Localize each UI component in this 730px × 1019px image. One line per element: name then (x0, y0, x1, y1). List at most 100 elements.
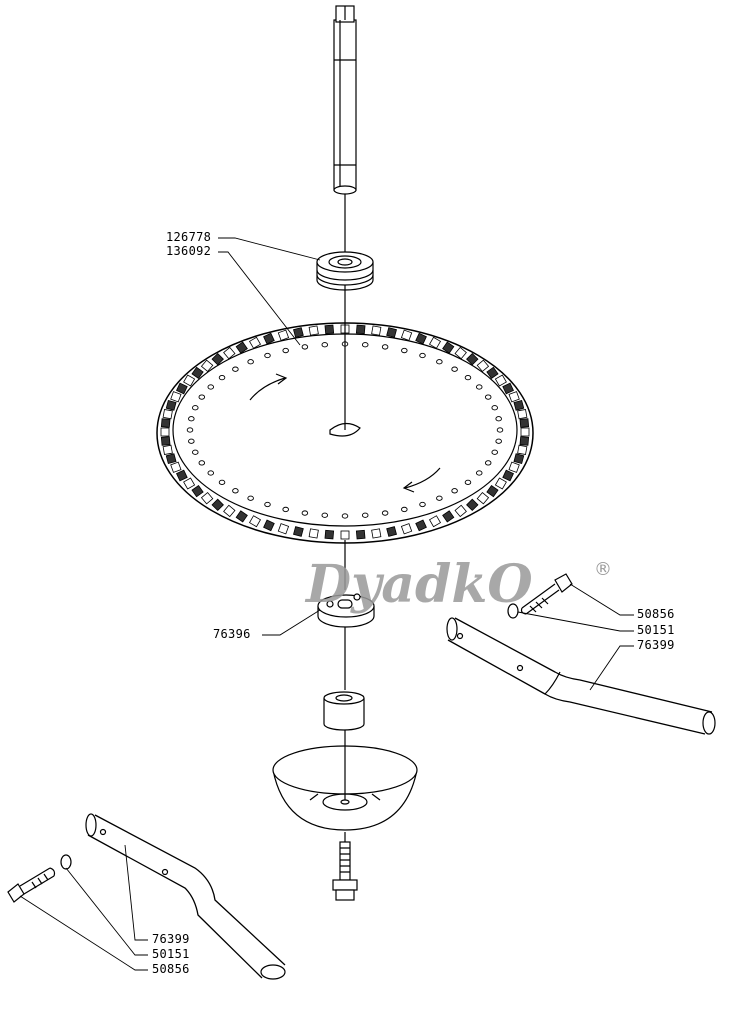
disc-tooth (170, 461, 182, 473)
disc-tooth (428, 336, 442, 349)
right-washer (507, 603, 519, 619)
seed-hole (401, 347, 408, 354)
drive-shaft (333, 5, 357, 255)
bowl (272, 745, 418, 831)
seed-hole (247, 359, 254, 365)
seed-hole (232, 488, 239, 494)
bottom-bolt (332, 832, 358, 901)
disc-tooth (476, 492, 490, 505)
part-label-126778: 126778 (166, 230, 212, 244)
disc-tooth (183, 477, 196, 490)
disc-tooth (162, 444, 173, 455)
disc-tooth (428, 515, 442, 528)
disc-tooth (513, 453, 525, 465)
disc-tooth (277, 523, 290, 535)
disc-tooth (162, 409, 173, 420)
left-arm (85, 813, 286, 980)
disc-tooth (517, 409, 528, 420)
disc-tooth (263, 519, 275, 532)
seed-hole (321, 512, 329, 518)
disc-tooth (386, 526, 397, 537)
seed-hole (491, 449, 498, 455)
seed-hole (198, 394, 206, 400)
part-label-50151-right: 50151 (637, 623, 675, 637)
seed-hole (218, 479, 226, 486)
disc-tooth (340, 530, 350, 540)
seed-hole (436, 495, 443, 501)
disc-tooth (248, 336, 262, 349)
left-bolt (7, 867, 56, 903)
seed-hole (491, 405, 498, 411)
seed-hole (207, 470, 215, 476)
seed-hole (475, 384, 483, 390)
seed-hole (282, 506, 289, 513)
part-label-50856-left: 50856 (152, 962, 190, 976)
seed-hole (301, 510, 309, 516)
disc-tooth (191, 366, 204, 380)
disc-tooth (442, 341, 455, 354)
right-arm (446, 617, 716, 735)
disc-tooth (520, 427, 530, 437)
rotation-arrow-icon (249, 377, 286, 401)
watermark-logo: DyadkO (306, 554, 533, 615)
disc-tooth (263, 332, 275, 345)
seed-hole (188, 416, 195, 422)
disc-tooth (235, 341, 248, 354)
seed-hole (484, 394, 492, 400)
disc-tooth (502, 382, 514, 395)
disc-tooth (486, 366, 499, 380)
disc-tooth (160, 427, 170, 437)
hub (317, 593, 375, 690)
disc-tooth (519, 436, 530, 446)
seed-hole (436, 359, 443, 365)
disc-tooth (355, 324, 366, 335)
registered-mark: ® (594, 559, 612, 580)
disc-tooth (494, 477, 507, 490)
disc-tooth (513, 399, 525, 411)
seed-hole (218, 374, 226, 381)
disc-tooth (355, 529, 366, 540)
seed-hole (247, 495, 254, 501)
disc-tooth (466, 352, 479, 366)
seed-hole (188, 438, 195, 444)
disc-tooth (400, 329, 413, 341)
disc-tooth (517, 444, 528, 455)
part-label-136092: 136092 (166, 244, 212, 258)
seed-hole (264, 352, 271, 359)
disc-tooth (277, 329, 290, 341)
seed-hole (301, 344, 309, 350)
leader-lines (19, 237, 634, 971)
part-label-76399-left: 76399 (152, 932, 190, 946)
disc-tooth (176, 469, 188, 482)
disc-tooth (223, 346, 236, 360)
disc-tooth (371, 325, 382, 336)
seed-hole (192, 449, 199, 455)
disc-tooth (211, 352, 224, 366)
disc-tooth (160, 418, 171, 428)
seed-hole (419, 352, 426, 359)
disc-tooth (165, 453, 177, 465)
disc-tooth (324, 529, 335, 540)
disc-tooth (211, 498, 224, 512)
shaft-bushing (316, 251, 374, 322)
disc-tooth (165, 399, 177, 411)
seed-disc (156, 322, 534, 544)
seed-hole (381, 510, 389, 516)
right-bolt (520, 573, 573, 615)
seed-hole (207, 384, 215, 390)
disc-tooth (400, 523, 413, 535)
seed-hole (419, 501, 426, 508)
part-label-50856-right: 50856 (637, 607, 675, 621)
disc-tooth (200, 359, 214, 372)
disc-tooth (454, 504, 467, 518)
spacer (323, 691, 365, 745)
seed-hole (321, 342, 329, 348)
disc-tooth (415, 519, 427, 532)
disc-tooth (160, 436, 171, 446)
disc-tooth (223, 504, 236, 518)
disc-tooth (508, 391, 520, 403)
seed-hole (361, 342, 369, 348)
disc-tooth (519, 418, 530, 428)
disc-tooth (442, 510, 455, 523)
